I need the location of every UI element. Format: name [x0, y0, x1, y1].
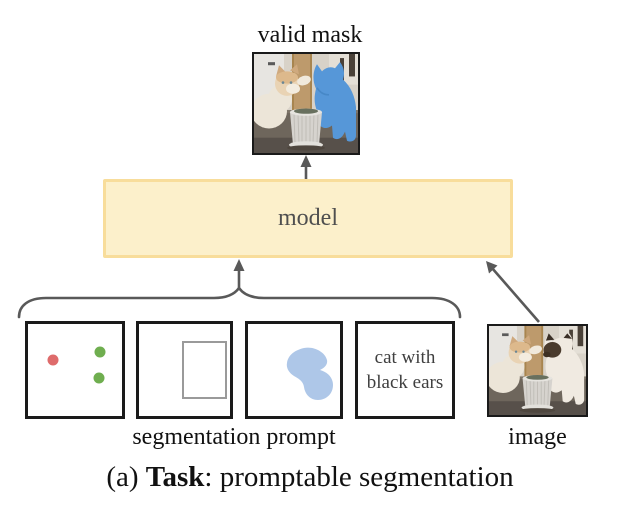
model-label: model [278, 205, 338, 231]
text-prompt-line-2: black ears [366, 372, 444, 393]
arrow-image-to-model-icon [486, 261, 540, 323]
red-point-icon [47, 354, 59, 366]
mask-blob-icon [286, 347, 333, 400]
blue-mask-cat [313, 62, 356, 142]
green-point-icon [93, 372, 105, 384]
prompt-box-text: cat with black ears [355, 321, 455, 419]
prompt-box-mask [245, 321, 343, 419]
segmentation-prompt-label: segmentation prompt [132, 424, 336, 450]
mask-prompt [286, 347, 333, 400]
text-prompt-line-1: cat with [374, 347, 436, 368]
model-box: model [103, 179, 513, 258]
masked-cats-photo [254, 54, 358, 153]
caption-rest: : promptable segmentation [204, 461, 514, 493]
valid-mask-label: valid mask [257, 22, 363, 48]
text-prompt: cat with black ears [358, 324, 452, 416]
valid-mask-image [252, 52, 360, 155]
image-label: image [508, 424, 567, 450]
brace-prompts-to-model-icon [17, 259, 462, 319]
caption-keyword: Task [145, 461, 205, 493]
box-prompt-rect [182, 341, 227, 399]
prompt-box-points [25, 321, 125, 419]
cats-photo [489, 326, 586, 415]
prompt-box-box [136, 321, 233, 419]
figure-caption: (a) Task: promptable segmentation [0, 461, 620, 494]
input-image [487, 324, 588, 417]
point-prompts [47, 346, 106, 384]
caption-index: (a) [106, 461, 146, 493]
arrow-up-model-to-mask-icon [300, 155, 312, 180]
green-point-icon [94, 346, 106, 358]
